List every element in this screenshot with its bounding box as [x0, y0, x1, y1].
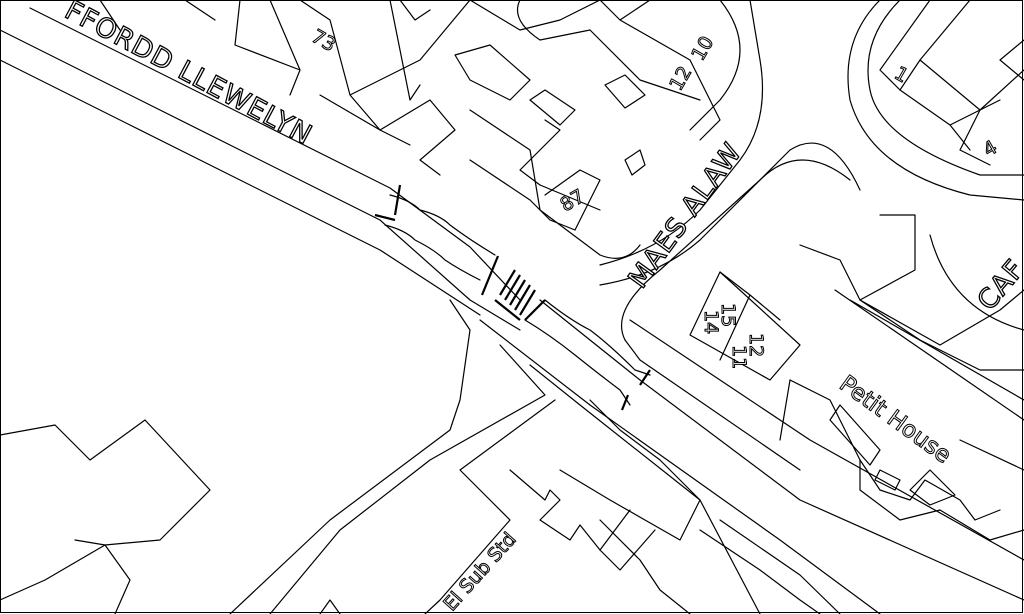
house-number-15: 15 [717, 303, 739, 327]
parcels-north [99, 0, 741, 259]
building-11-15 [689, 271, 801, 381]
house-number-73: 73 [308, 25, 340, 56]
road-label-ffordd-llewelyn: FFORDD LLEWELYN [60, 0, 318, 151]
house-number-14: 14 [700, 310, 722, 334]
house-number-4: 4 [980, 136, 1001, 161]
parcels-northeast [847, 0, 1024, 201]
label-substation: El Sub Std [439, 528, 520, 614]
pedestrian-crossing [374, 184, 651, 411]
road-maes-alaw [599, 0, 861, 471]
parcels-east [799, 214, 1024, 471]
parcels-south [0, 299, 841, 614]
road-label-caf: CAF [972, 254, 1024, 317]
house-number-12b: 12 [745, 333, 767, 357]
road-label-maes-alaw: MAES ALAW [623, 137, 749, 294]
road-ffordd-llewelyn [0, 7, 1024, 614]
house-number-11: 11 [728, 345, 750, 369]
parcels-petit-house [779, 379, 1024, 541]
house-number-10: 10 [687, 33, 718, 65]
